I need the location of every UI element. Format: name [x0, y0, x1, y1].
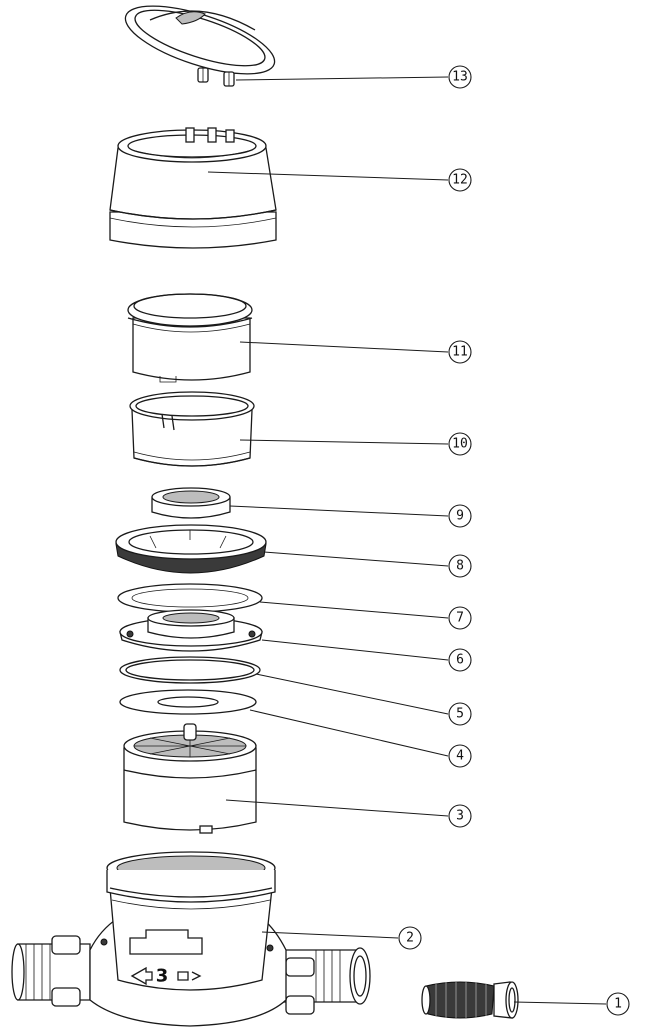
- callout-4: 4: [448, 744, 472, 768]
- part-7-washer: [117, 583, 263, 613]
- callout-2: 2: [398, 926, 422, 950]
- callout-11: 11: [448, 340, 472, 364]
- callout-1: 1: [606, 992, 630, 1016]
- part-9-ring: [151, 487, 231, 519]
- callout-9: 9: [448, 504, 472, 528]
- leader-12: [207, 171, 449, 181]
- leader-lines: [207, 76, 607, 1005]
- part-12-cover: [109, 127, 277, 249]
- part-8-gear-ring: [115, 524, 267, 574]
- callout-10-label: 10: [452, 437, 468, 452]
- callout-12: 12: [448, 168, 472, 192]
- callout-3-label: 3: [456, 809, 464, 824]
- callout-7-label: 7: [456, 611, 464, 626]
- part-4-gasket: [119, 689, 257, 715]
- leader-7: [259, 601, 449, 619]
- part-1-strainer: [421, 981, 519, 1019]
- leader-2: [261, 931, 399, 939]
- leader-13: [235, 76, 449, 81]
- part-2-meter-body: [11, 851, 371, 1027]
- part-13-lid: [124, 5, 276, 87]
- callout-9-label: 9: [456, 509, 464, 524]
- callout-7: 7: [448, 606, 472, 630]
- callout-10: 10: [448, 432, 472, 456]
- callout-6: 6: [448, 648, 472, 672]
- callout-8-label: 8: [456, 559, 464, 574]
- leader-11: [239, 341, 449, 353]
- callout-5-label: 5: [456, 707, 464, 722]
- leader-3: [225, 799, 449, 817]
- callout-13-label: 13: [452, 70, 468, 85]
- callout-5: 5: [448, 702, 472, 726]
- callout-12-label: 12: [452, 173, 468, 188]
- callout-13: 13: [448, 65, 472, 89]
- callout-4-label: 4: [456, 749, 464, 764]
- part-10-inner-cup: [129, 391, 255, 467]
- part-3-measuring-chamber: [123, 723, 257, 834]
- part-11-cup: [127, 293, 253, 383]
- callout-11-label: 11: [452, 345, 468, 360]
- leader-10: [239, 439, 449, 445]
- leader-9: [229, 505, 449, 517]
- part-6-register-plate: [119, 609, 263, 652]
- part-5-o-ring: [119, 656, 261, 684]
- callout-8: 8: [448, 554, 472, 578]
- callout-1-label: 1: [614, 997, 622, 1012]
- callout-3: 3: [448, 804, 472, 828]
- leader-6: [261, 639, 449, 661]
- leader-8: [263, 551, 449, 567]
- callout-6-label: 6: [456, 653, 464, 668]
- body-flow-mark: 3: [156, 966, 169, 987]
- callout-2-label: 2: [406, 931, 414, 946]
- leader-1: [513, 1001, 607, 1005]
- leader-5: [255, 673, 449, 715]
- leader-4: [249, 709, 449, 757]
